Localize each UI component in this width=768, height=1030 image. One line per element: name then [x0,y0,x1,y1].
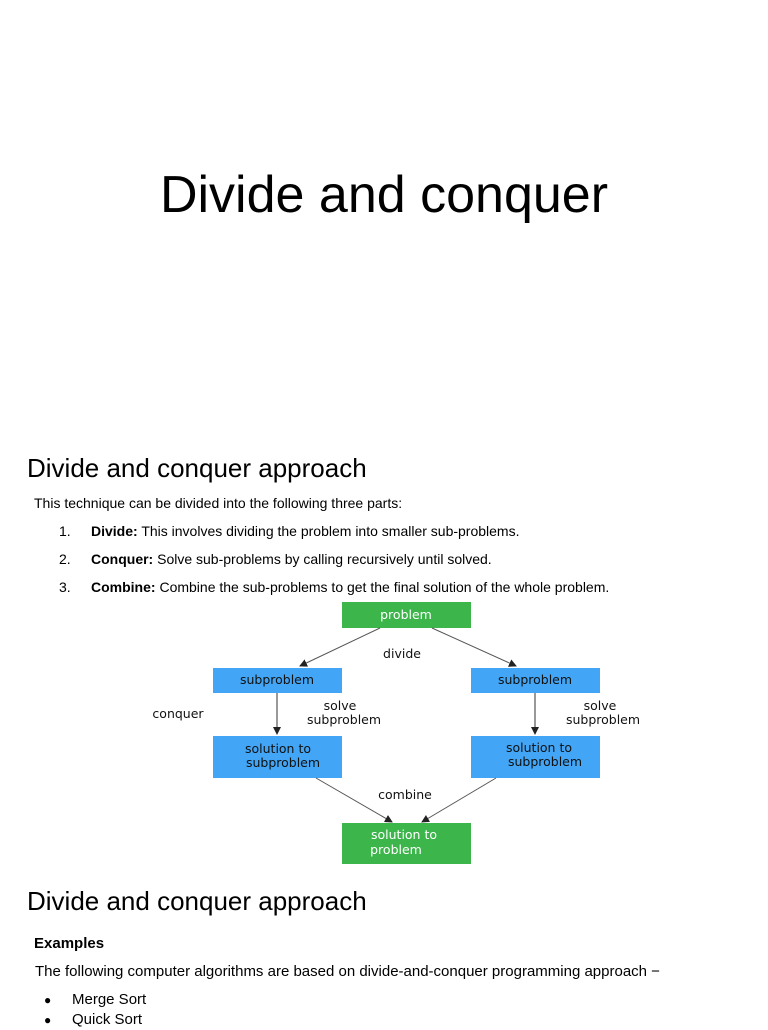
solve-label-right-2: subproblem [566,712,640,727]
steps-list: 1. Divide: This involves dividing the pro… [59,522,609,606]
examples-text: The following computer algorithms are ba… [35,963,660,980]
step-item: 3. Combine: Combine the sub-problems to g… [59,578,609,606]
solve-label-left-2: subproblem [307,712,381,727]
section-heading-examples: Divide and conquer approach [27,886,367,916]
algorithm-name: Quick Sort [72,1011,143,1028]
list-item: ● Quick Sort [44,1010,146,1030]
final-solution-label-2: problem [370,842,422,857]
step-number: 2. [59,551,71,567]
divide-conquer-diagram: problem divide subproblem subproblem con… [152,602,640,864]
combine-arrow-left [315,777,393,823]
bullet-icon: ● [44,1013,52,1027]
list-item: ● Merge Sort [44,990,146,1010]
examples-label: Examples [34,935,105,952]
final-solution-box [342,823,471,864]
algorithm-name: Merge Sort [72,991,147,1008]
subproblem-label-right: subproblem [498,672,572,687]
solution-box-left [213,736,342,778]
solution-label-left-1: solution to [245,741,311,756]
solution-box-right [471,736,600,778]
subproblem-box-right [471,668,600,693]
step-number: 3. [59,579,71,595]
combine-arrow-right [421,777,497,823]
step-text: Solve sub-problems by calling recursivel… [153,551,492,567]
step-term: Divide: [91,523,138,539]
step-item: 1. Divide: This involves dividing the pro… [59,522,609,550]
solve-label-left-1: solve [324,698,357,713]
slide-title: Divide and conquer [159,166,609,224]
intro-text: This technique can be divided into the f… [34,495,403,511]
divide-arrow-left [299,627,381,667]
solution-label-right-2: subproblem [508,754,582,769]
step-text: Combine the sub-problems to get the fina… [155,579,610,595]
subproblem-label-left: subproblem [240,672,314,687]
divide-arrow-right [431,627,517,667]
divide-label: divide [383,646,421,661]
step-item: 2. Conquer: Solve sub-problems by calling… [59,550,609,578]
subproblem-box-left [213,668,342,693]
combine-label: combine [378,787,432,802]
step-term: Conquer: [91,551,154,567]
problem-label: problem [380,607,432,622]
problem-box [342,602,471,628]
step-text: This involves dividing the problem into … [137,523,520,539]
step-number: 1. [59,523,71,539]
algorithms-list: ● Merge Sort ● Quick Sort [44,990,146,1030]
solution-label-right-1: solution to [506,740,572,755]
solution-label-left-2: subproblem [246,755,320,770]
bullet-icon: ● [44,993,52,1007]
conquer-label: conquer [152,706,204,721]
solve-label-right-1: solve [584,698,617,713]
section-heading-approach: Divide and conquer approach [27,453,367,483]
step-term: Combine: [91,579,156,595]
final-solution-label-1: solution to [371,827,437,842]
